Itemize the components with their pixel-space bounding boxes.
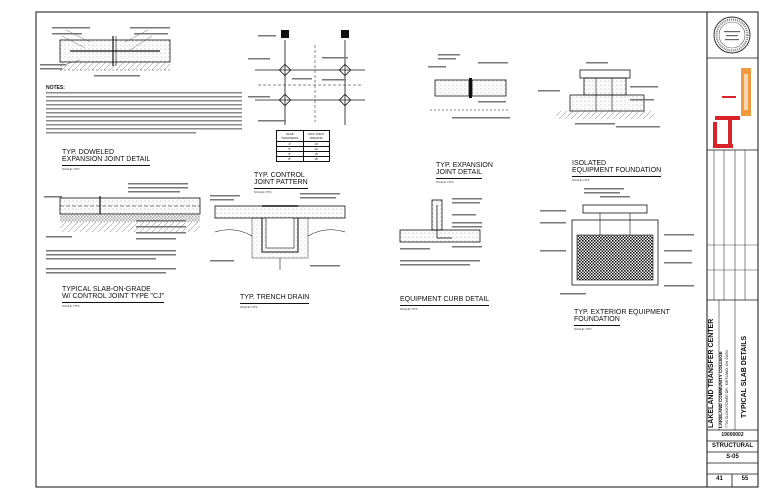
sheet-border (35, 11, 759, 488)
detail-title-equipment-curb: EQUIPMENT CURB DETAIL (400, 296, 490, 306)
scale-note: SCALE: NTS (574, 327, 592, 331)
table-row: 8" 15' (277, 157, 329, 161)
detail-title-isolated-foundation-line1: ISOLATED (572, 160, 607, 167)
detail-equipment-curb (399, 198, 482, 266)
detail-title-doweled-expansion-joint-line1: TYP. DOWELED (62, 149, 114, 156)
table-cell: 4" (277, 142, 304, 146)
detail-title-exterior-foundation-line2: FOUNDATION (574, 316, 620, 326)
table-cell: 8" (277, 157, 304, 161)
detail-control-joint-pattern (248, 30, 365, 125)
detail-title-isolated-foundation-line2: EQUIPMENT FOUNDATION (572, 167, 662, 177)
discipline: STRUCTURAL (712, 443, 753, 449)
detail-exterior-equipment-foundation (540, 188, 694, 295)
detail-title-expansion-joint-line2: JOINT DETAIL (436, 169, 483, 179)
page-total: 55 (741, 476, 749, 482)
scale-note: SCALE: NTS (400, 307, 418, 311)
detail-title-trench-drain: TYP. TRENCH DRAIN (240, 294, 310, 304)
detail-title-exterior-foundation-line1: TYP. EXTERIOR EQUIPMENT (574, 309, 670, 316)
joint-spacing-table: SLAB THICKNESS MAX JOINT SPACING 4" 10' … (276, 130, 330, 162)
page-number: 41 (716, 476, 723, 482)
detail-title-slab-on-grade-line1: TYPICAL SLAB-ON-GRADE (62, 286, 151, 293)
detail-title-expansion-joint-line1: TYP. EXPANSION (436, 162, 493, 169)
scale-note: SCALE: NTS (254, 190, 272, 194)
table-row: 5" 12' (277, 147, 329, 152)
detail-title-control-joint-line1: TYP. CONTROL (254, 172, 305, 179)
table-cell: 15' (314, 157, 319, 161)
table-cell: 15' (314, 152, 319, 156)
firm-logo (713, 68, 751, 148)
project-address: 7700 CLOCKTOWER DR., KIRTLAND, OH 44094 (725, 350, 729, 428)
title-block (707, 57, 758, 487)
engineer-seal (713, 16, 751, 54)
detail-slab-on-grade (44, 183, 201, 274)
client-name: LAKELAND COMMUNITY COLLEGE (718, 351, 723, 428)
scale-note: SCALE: NTS (62, 304, 80, 308)
table-cell: 6" (277, 152, 304, 156)
detail-title-slab-on-grade-line2: W/ CONTROL JOINT TYPE "CJ" (62, 293, 165, 303)
table-row: 6" 15' (277, 152, 329, 157)
detail-title-control-joint-line2: JOINT PATTERN (254, 179, 308, 189)
scale-note: SCALE: NTS (436, 180, 454, 184)
project-number: 19000002 (721, 432, 744, 438)
scale-note: SCALE: NTS (62, 167, 80, 171)
detail-title-doweled-expansion-joint-line2: EXPANSION JOINT DETAIL (62, 156, 151, 166)
detail-trench-drain (210, 193, 346, 270)
table-cell: 5" (277, 147, 304, 151)
scale-note: SCALE: NTS (572, 178, 590, 182)
detail-doweled-expansion-joint (40, 27, 171, 77)
table-header: MAX JOINT SPACING (308, 132, 325, 140)
detail-expansion-joint (428, 54, 510, 119)
sheet-number: S-05 (726, 454, 739, 460)
project-name: LAKELAND TRANSFER CENTER (708, 318, 715, 428)
table-cell: 10' (314, 142, 319, 146)
table-row: 4" 10' (277, 142, 329, 147)
detail-isolated-equipment-foundation (538, 62, 660, 128)
notes-heading: NOTES: (46, 85, 65, 91)
table-cell: 12' (314, 147, 319, 151)
table-header: SLAB THICKNESS (277, 131, 304, 141)
scale-note: SCALE: NTS (240, 305, 258, 309)
general-notes (46, 92, 242, 134)
sheet-title: TYPICAL SLAB DETAILS (741, 335, 748, 418)
